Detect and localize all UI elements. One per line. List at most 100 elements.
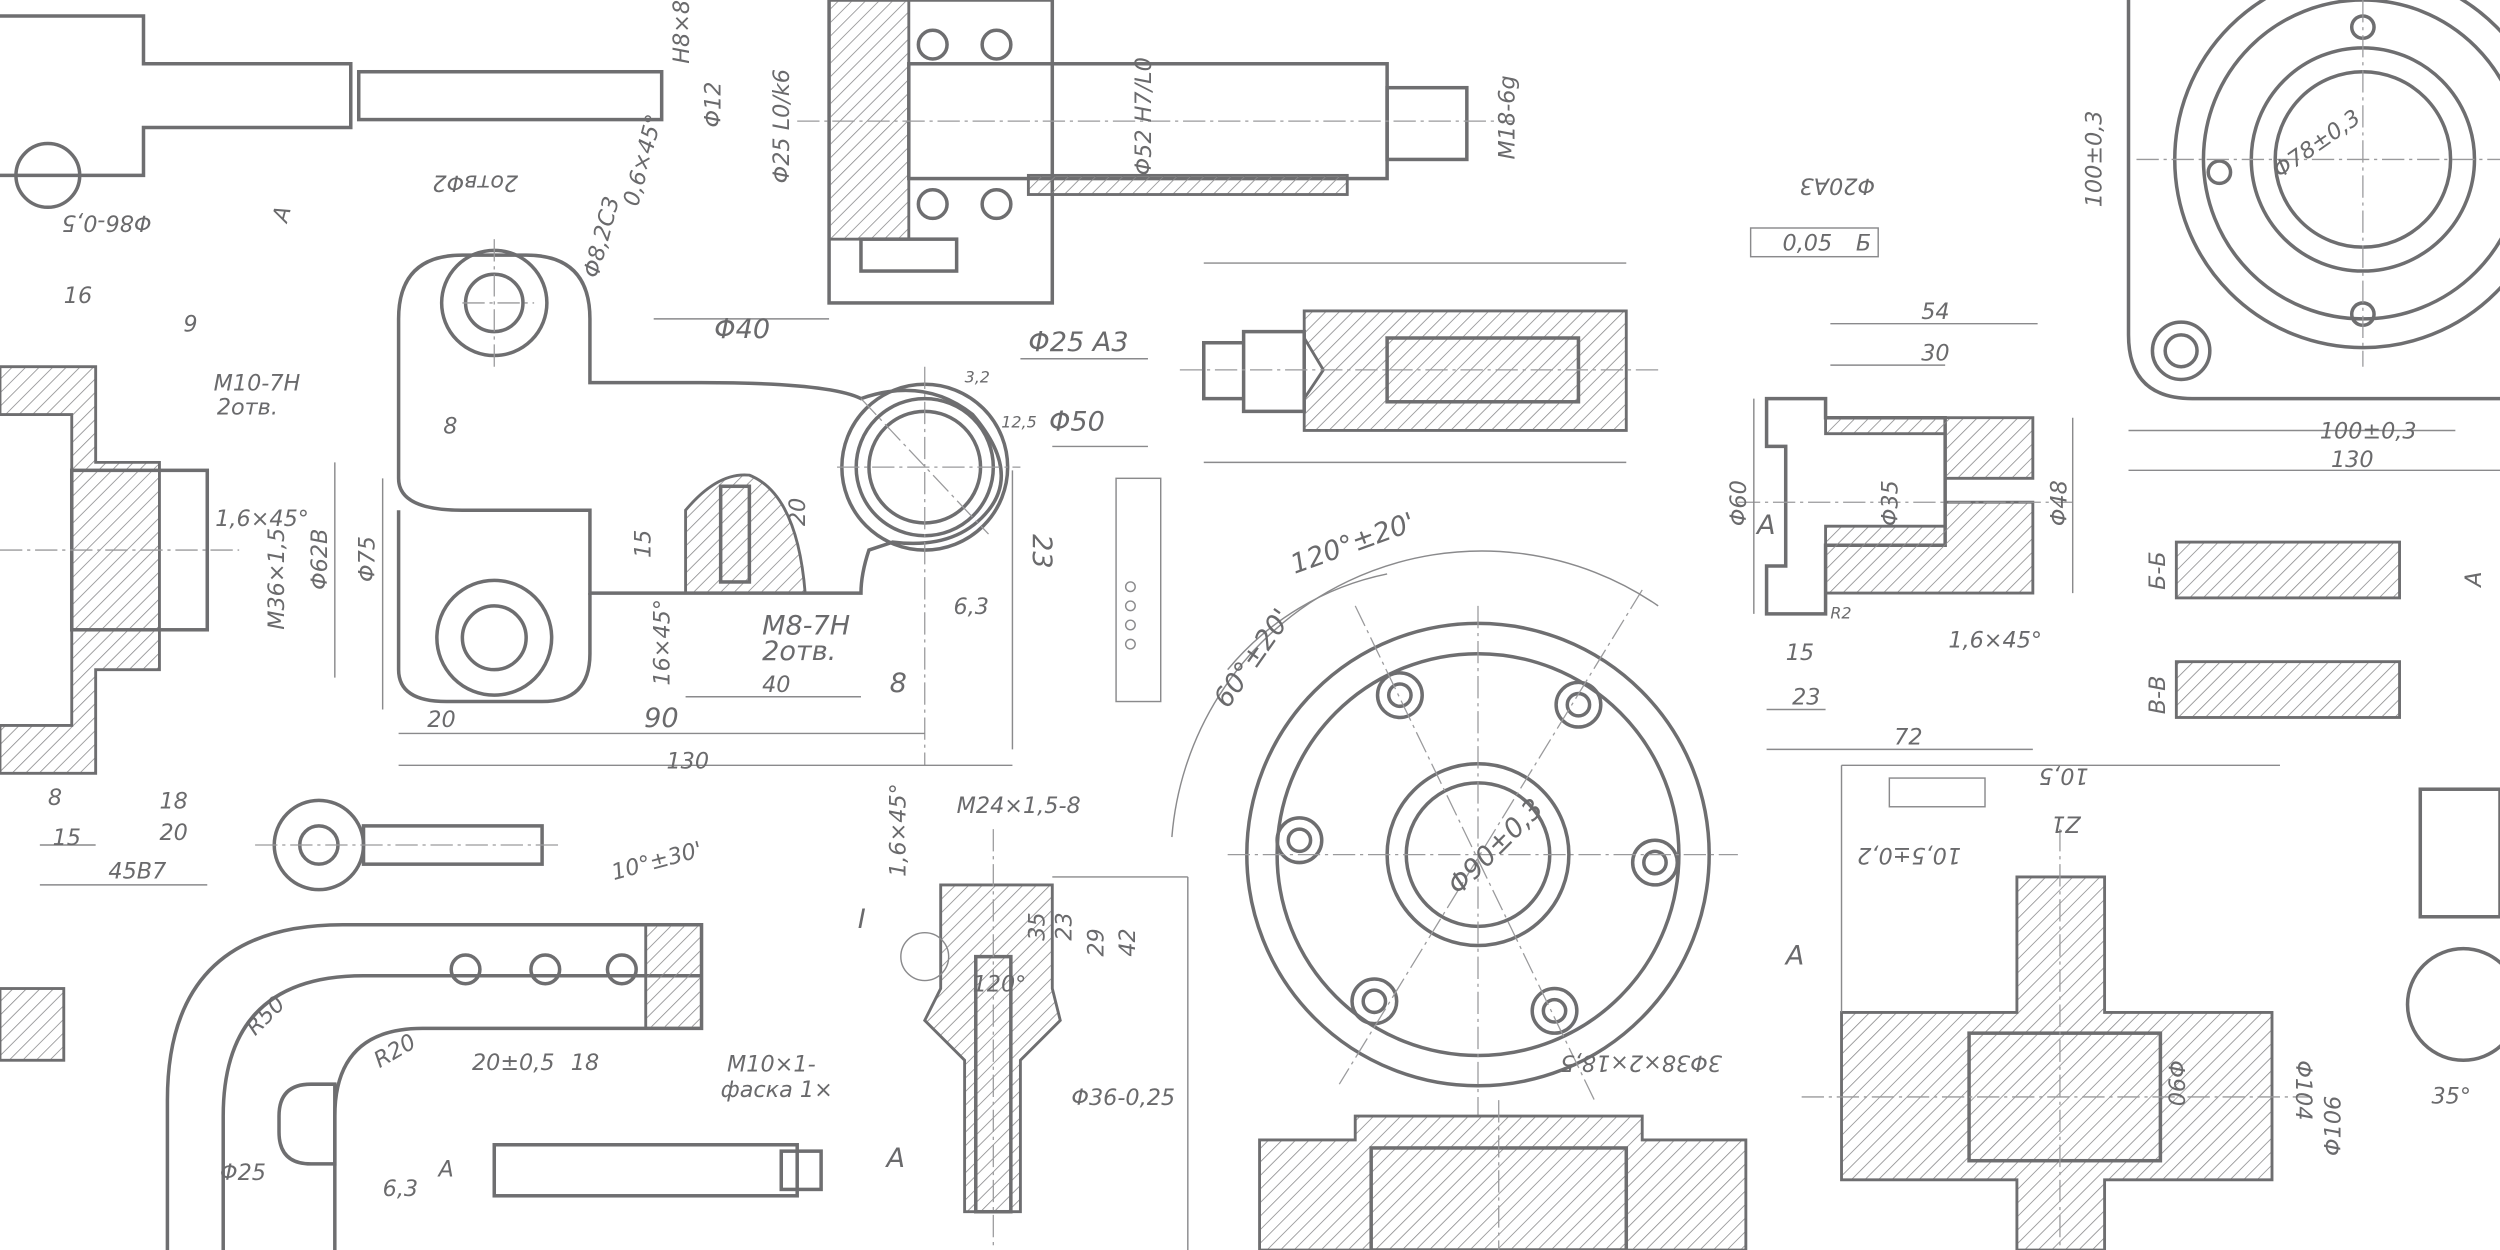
small-shaft-drawing — [1115, 262, 1659, 703]
label: 6,3 — [383, 1176, 418, 1202]
flange-drawing: 120°±20' 60°±20' Φ90±0,3 3Φ38×2×18,5 — [1171, 507, 1738, 1117]
label: В-В — [2145, 676, 2171, 715]
label: Б — [1856, 230, 1871, 256]
bolt-holes — [1275, 671, 1680, 1035]
label: 9 — [183, 312, 197, 338]
label: 8 — [48, 785, 62, 811]
label: 10,5±0,2 — [1857, 842, 1961, 868]
label: Φ90 — [2162, 1060, 2188, 1106]
label: 18 — [159, 788, 187, 814]
label: 54 — [1921, 299, 1949, 325]
label: 100±0,3 — [2320, 418, 2417, 444]
label: Φ90±0,3 — [1442, 793, 1550, 901]
lever-drawing: Φ40 Φ25 A3 3,2 12,5 Φ50 23 20 15 M8-7H 2… — [267, 112, 1148, 774]
label: 2отв. — [762, 636, 836, 667]
label: 90 — [644, 703, 678, 734]
label: Φ60 — [1726, 480, 1752, 526]
label: 18 — [571, 1050, 599, 1076]
label: 6,3 — [953, 594, 988, 620]
label: 16×45° — [650, 599, 676, 686]
label: 23 — [1792, 685, 1820, 711]
label: M10×1- — [727, 1051, 816, 1077]
label: Φ86-0,5 — [62, 209, 152, 235]
label: 2отв. — [217, 395, 278, 421]
label: Φ48 — [2046, 480, 2072, 526]
label: 1,6×45° — [1948, 627, 2042, 653]
label: 42 — [1115, 928, 1141, 956]
label: 15 — [1786, 640, 1814, 666]
label: Φ106 — [2321, 1096, 2347, 1156]
label: H8×8 — [669, 0, 695, 64]
label: Φ40 — [714, 314, 770, 345]
label: A — [1755, 510, 1776, 541]
shaft-drawing: Φ25 L0/k6 Φ52 H7/L0 M18-6g Φ20A3 Φ12 H8×… — [669, 0, 1875, 305]
label: 1,6×45° — [886, 783, 912, 877]
label: 10°±30' — [609, 837, 705, 886]
label: Φ25 A3 — [1028, 327, 1128, 358]
label: 30 — [1921, 340, 1949, 366]
label: 1,6×45° — [215, 506, 309, 532]
label: 8 — [890, 668, 907, 699]
label: 15 — [53, 825, 81, 851]
label: Φ35 — [1877, 480, 1903, 526]
label: A — [436, 1157, 453, 1183]
label: 0,05 — [1783, 230, 1833, 256]
label: 60°±20' — [1208, 603, 1298, 713]
label: 23 — [1026, 534, 1057, 568]
label: 40 — [762, 672, 790, 698]
label: Φ78±0,3 — [2269, 105, 2366, 184]
label: 20±0,5 — [472, 1050, 555, 1076]
label: 35 — [1024, 912, 1050, 940]
label: 20 — [159, 820, 187, 846]
label: 120° — [973, 972, 1027, 998]
label: Φ12 — [701, 82, 727, 128]
label: A — [1784, 941, 1805, 972]
right-part-drawing: 10,5 10,5±0,2 Z1 Φ104 Φ90 Φ106 35° A — [1784, 762, 2500, 1250]
label: Φ62B — [307, 529, 333, 590]
label: Φ52 H7/L0 — [1131, 57, 1157, 175]
label: фаска 1× — [721, 1077, 833, 1103]
label: Φ8,2C3 — [579, 194, 626, 281]
label: A — [884, 1143, 905, 1174]
label: M18-6g — [1495, 75, 1521, 159]
label: Φ104 — [2290, 1060, 2316, 1120]
label: 20 — [785, 498, 811, 526]
label: M8-7H — [762, 611, 850, 642]
label: 130 — [666, 748, 709, 774]
label: 15 — [631, 530, 657, 558]
label: A — [2461, 571, 2487, 588]
label: M24×1,5-8 — [957, 793, 1081, 819]
label: Φ50 — [1049, 406, 1105, 437]
label: 20 — [427, 707, 455, 733]
label: 35° — [2431, 1083, 2471, 1109]
label: Φ20A3 — [1800, 173, 1875, 199]
label: R50 — [241, 991, 290, 1040]
label: 2отвΦ2 — [432, 169, 518, 195]
label: Φ75 — [355, 536, 381, 582]
label: A — [267, 203, 297, 226]
label: R2 — [1830, 604, 1851, 623]
label: 130 — [2331, 447, 2374, 473]
label: 23 — [1051, 912, 1077, 940]
label: 16 — [64, 283, 92, 309]
label: M10-7H — [214, 371, 301, 397]
label: M36×1,5 — [264, 528, 290, 630]
label: 100±0,3 — [2081, 110, 2107, 207]
label: 10,5 — [2039, 762, 2089, 788]
label: Б-Б — [2145, 551, 2171, 590]
label: Φ36-0,25 — [1071, 1085, 1175, 1111]
label: Z1 — [2051, 810, 2081, 836]
label: 3Φ38×2×18,5 — [1561, 1049, 1722, 1075]
label: 3,2 — [965, 368, 990, 387]
left-column-drawing: 16 9 M10-7H 2отв. 1,6×45° Φ62B M36×1,5 Φ… — [0, 14, 664, 886]
label: 120°±20' — [1286, 507, 1419, 581]
label: 8 — [443, 414, 457, 440]
label: 29 — [1083, 928, 1109, 956]
bracket-drawing: 54 30 Φ35 Φ60 Φ48 A R2 1,6×45° 15 23 72 … — [1726, 227, 2074, 751]
label: 45B7 — [108, 859, 166, 885]
label: 72 — [1894, 725, 1922, 751]
nozzle-drawing: M24×1,5-8 1,6×45° 120° 35 23 29 42 Φ36-0… — [858, 783, 1189, 1250]
label: 0,6×45° — [618, 112, 667, 209]
housing-drawing — [1258, 1100, 1748, 1250]
